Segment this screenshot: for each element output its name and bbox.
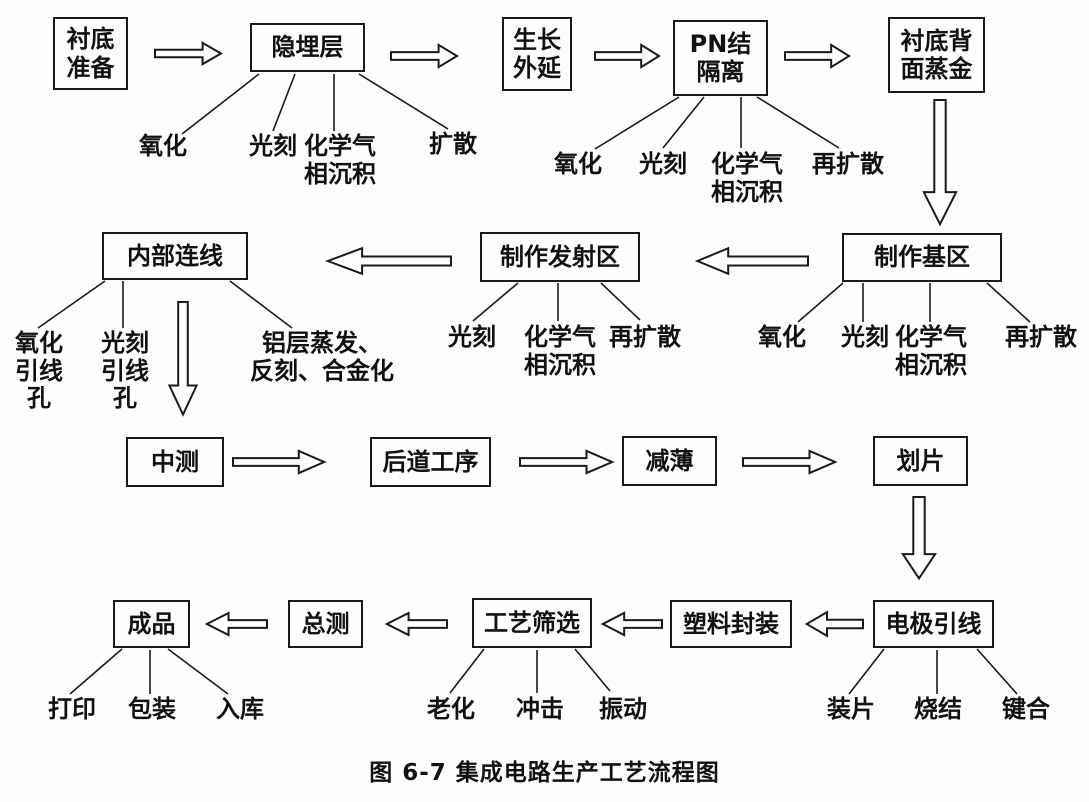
arrow-left-icon bbox=[205, 611, 267, 637]
step-label-warehousing: 入库 bbox=[216, 695, 264, 723]
connector-line bbox=[229, 280, 293, 329]
connector-line bbox=[797, 282, 844, 323]
connector-line bbox=[600, 282, 641, 321]
step-label-lithography: 光刻 bbox=[448, 323, 496, 351]
arrow-right-icon bbox=[785, 43, 851, 69]
process-box-emitter-region: 制作发射区 bbox=[480, 232, 640, 282]
arrow-left-icon bbox=[601, 611, 662, 637]
step-label-marking: 打印 bbox=[48, 695, 96, 723]
connector-line bbox=[272, 73, 296, 132]
connector-line bbox=[449, 648, 485, 694]
arrow-right-icon bbox=[520, 449, 615, 475]
arrow-right-icon bbox=[743, 449, 838, 475]
process-box-pn-isolation: PN结 隔离 bbox=[673, 20, 768, 96]
connector-line bbox=[986, 282, 1031, 323]
step-label-al-metallization: 铝层蒸发、 反刻、合金化 bbox=[250, 329, 394, 385]
process-box-base-region: 制作基区 bbox=[842, 233, 1002, 282]
step-label-oxidation: 氧化 bbox=[139, 132, 187, 160]
connector-line bbox=[181, 73, 260, 135]
step-label-shock: 冲击 bbox=[516, 695, 564, 723]
arrow-down-icon bbox=[900, 497, 938, 581]
step-label-oxidation: 氧化 bbox=[758, 323, 806, 351]
step-label-cvd: 化学气 相沉积 bbox=[895, 323, 967, 379]
arrow-left-icon bbox=[694, 246, 808, 276]
process-box-electrode-leads: 电极引线 bbox=[873, 600, 994, 648]
step-label-lithography: 光刻 bbox=[639, 150, 687, 178]
arrow-left-icon bbox=[324, 246, 451, 276]
step-label-lithography: 光刻 bbox=[249, 132, 297, 160]
step-label-cvd: 化学气 相沉积 bbox=[524, 323, 596, 379]
arrow-left-icon bbox=[805, 610, 863, 638]
arrow-right-icon bbox=[391, 43, 459, 69]
process-box-plastic-package: 塑料封装 bbox=[670, 600, 792, 648]
connector-line bbox=[37, 280, 106, 329]
connector-line bbox=[167, 648, 229, 695]
step-label-lithography: 光刻 bbox=[841, 323, 889, 351]
process-box-thinning: 减薄 bbox=[622, 436, 717, 486]
step-label-cvd: 化学气 相沉积 bbox=[711, 150, 783, 206]
process-box-epitaxy: 生长 外延 bbox=[502, 17, 572, 91]
step-label-rediffusion: 再扩散 bbox=[609, 323, 681, 351]
connector-line bbox=[662, 96, 705, 149]
step-label-rediffusion: 再扩散 bbox=[812, 150, 884, 178]
step-label-rediffusion: 再扩散 bbox=[1005, 323, 1077, 351]
process-box-finished-product: 成品 bbox=[113, 600, 190, 648]
arrow-left-icon bbox=[385, 611, 447, 637]
step-label-sintering: 烧结 bbox=[914, 695, 962, 723]
process-box-buried-layer: 隐埋层 bbox=[250, 23, 365, 72]
process-box-dicing: 划片 bbox=[873, 436, 968, 486]
arrow-down-icon bbox=[167, 302, 199, 418]
process-box-final-test: 总测 bbox=[288, 600, 363, 648]
process-box-interconnect: 内部连线 bbox=[102, 232, 248, 280]
process-box-backend-process: 后道工序 bbox=[370, 437, 491, 487]
step-label-aging: 老化 bbox=[427, 695, 475, 723]
step-label-bonding: 键合 bbox=[1002, 695, 1050, 723]
connector-line bbox=[976, 648, 1018, 695]
step-label-oxide-via: 氧化 引线孔 bbox=[15, 329, 63, 413]
connector-line bbox=[69, 648, 123, 695]
process-box-backside-gold: 衬底背 面蒸金 bbox=[888, 17, 985, 93]
step-label-cvd: 化学气 相沉积 bbox=[304, 132, 376, 188]
process-box-mid-test: 中测 bbox=[126, 437, 224, 487]
connector-line bbox=[358, 73, 449, 130]
connector-line bbox=[594, 96, 680, 150]
figure-caption: 图 6-7 集成电路生产工艺流程图 bbox=[369, 760, 720, 786]
step-label-vibration: 振动 bbox=[599, 695, 647, 723]
connector-line bbox=[574, 648, 611, 692]
connector-line bbox=[472, 282, 519, 322]
step-label-litho-via: 光刻 引线孔 bbox=[101, 329, 149, 413]
step-label-diffusion: 扩散 bbox=[429, 130, 477, 158]
arrow-right-icon bbox=[233, 449, 327, 475]
arrow-down-icon bbox=[921, 100, 959, 228]
connector-line bbox=[848, 648, 885, 695]
process-box-substrate-prep: 衬底 准备 bbox=[53, 17, 128, 90]
arrow-right-icon bbox=[155, 41, 223, 66]
connector-line bbox=[756, 96, 840, 149]
process-box-process-screening: 工艺筛选 bbox=[472, 598, 592, 648]
step-label-oxidation: 氧化 bbox=[554, 150, 602, 178]
step-label-die-attach: 装片 bbox=[827, 695, 875, 723]
step-label-packaging: 包装 bbox=[128, 695, 176, 723]
arrow-right-icon bbox=[595, 43, 661, 69]
